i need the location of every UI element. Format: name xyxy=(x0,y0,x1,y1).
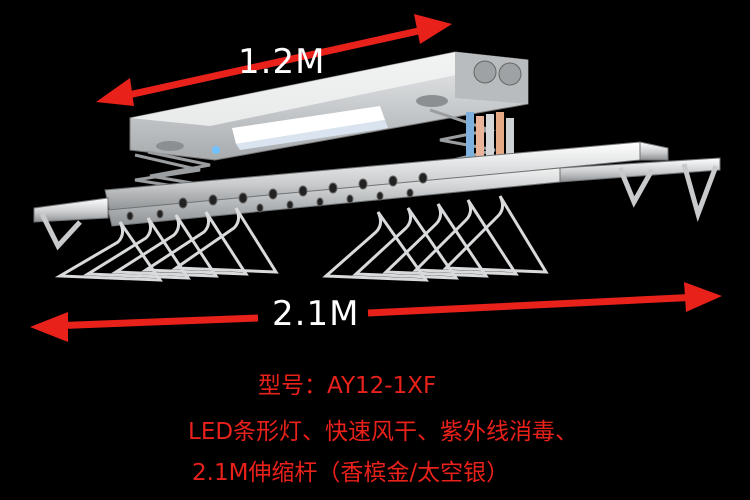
hangers-right xyxy=(322,195,549,282)
bottom-dimension-arrow xyxy=(30,282,722,342)
drying-rails xyxy=(33,141,721,251)
top-width-label: 1.2M xyxy=(238,42,326,82)
features-text: LED条形灯、快速风干、紫外线消毒、 xyxy=(188,419,579,445)
ceiling-housing xyxy=(129,51,529,161)
clothespin-cluster xyxy=(466,112,514,168)
model-text: 型号：AY12-1XF xyxy=(258,373,437,399)
top-dimension-arrow xyxy=(96,14,452,106)
hangers-left xyxy=(54,207,279,282)
rod-spec-text: 2.1M伸缩杆（香槟金/太空银） xyxy=(192,460,510,486)
bottom-width-label: 2.1M xyxy=(272,294,360,334)
